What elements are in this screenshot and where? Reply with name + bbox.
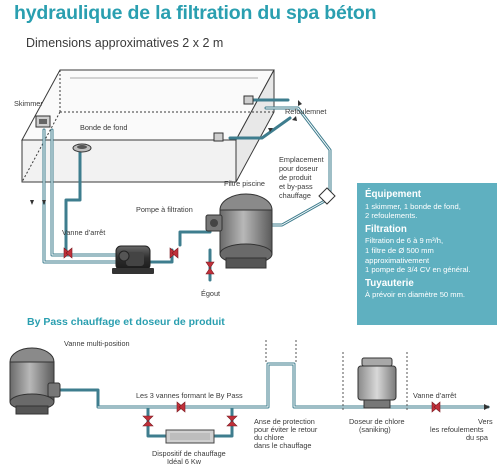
label-pompe-filtration: Pompe à filtration [136,205,193,214]
label-vers-2: les refoulements [430,425,484,434]
equipement-line: 2 refoulements. [365,211,418,221]
filtration-line: Filtration de 6 à 9 m³/h, [365,236,444,246]
bypass-section-title: By Pass chauffage et doseur de produit [27,316,225,328]
pump [112,245,154,274]
label-vers-3: du spa [466,433,489,442]
label-anse-4: dans le chauffage [254,441,311,450]
chlorine-doser [357,357,397,409]
page-subtitle: Dimensions approximatives 2 x 2 m [26,36,224,50]
tuyauterie-heading: Tuyauterie [365,277,414,289]
label-skimmer: Skimmer [14,99,43,108]
label-anse-3: du chlore [254,433,284,442]
label-emplacement-4: et by-pass [279,182,313,191]
valves-top [63,247,215,275]
filtration-line: 1 filtre de Ø 500 mm [365,245,434,255]
equipement-heading: Équipement [365,189,422,200]
spa-basin [21,69,275,183]
page-title: hydraulique de la filtration du spa béto… [14,2,377,24]
label-egout: Égout [201,289,220,298]
label-vanne-arret: Vanne d’arrêt [62,228,105,237]
sand-filter [205,193,273,269]
flow-arrows [30,100,302,205]
filtration-line: 1 pompe de 3/4 CV en général. [365,265,471,275]
valves-bottom [142,401,441,427]
label-filtre-piscine: Filtre piscine [224,179,265,188]
label-doseur-1: Doseur de chlore [349,417,405,426]
label-refoulement: Refoulemnet [285,107,326,116]
label-vanne-arret-2: Vanne d’arrêt [413,391,456,400]
label-emplacement-2: pour doseur [279,164,319,173]
label-dispositif-2: Idéal 6 Kw [167,457,202,466]
refoulement-fittings [213,95,254,142]
flow-arrow-bottom [484,404,490,410]
label-emplacement-3: de produit [279,173,311,182]
filtration-line: approximativement [365,255,430,265]
label-doseur-2: (saniking) [359,425,391,434]
label-emplacement-5: chauffage [279,191,311,200]
label-anse-1: Anse de protection [254,417,315,426]
label-emplacement-1: Emplacement [279,155,324,164]
label-vanne-multi-position: Vanne multi-position [64,339,130,348]
doseur-symbol-top [318,187,336,205]
equipement-line: 1 skimmer, 1 bonde de fond, [365,201,461,211]
label-bonde-de-fond: Bonde de fond [80,123,127,132]
label-vers-1: Vers [478,417,493,426]
pipes-top-inner [43,107,331,263]
label-anse-2: pour éviter le retour [254,425,318,434]
pipes-bottom-inner [97,363,489,408]
tuyauterie-line: À prévoir en diamètre 50 mm. [365,290,466,300]
heater [165,429,215,444]
bonde-fitting [72,143,92,153]
skimmer-fitting [35,115,51,128]
label-dispositif-1: Dispositif de chauffage [152,449,226,458]
sand-filter-bottom [9,347,61,415]
filtration-heading: Filtration [365,223,407,235]
equipment-info-box: Équipement 1 skimmer, 1 bonde de fond, 2… [357,183,497,325]
guide-dashes [265,340,408,412]
label-3-vannes: Les 3 vannes formant le By Pass [136,391,243,400]
